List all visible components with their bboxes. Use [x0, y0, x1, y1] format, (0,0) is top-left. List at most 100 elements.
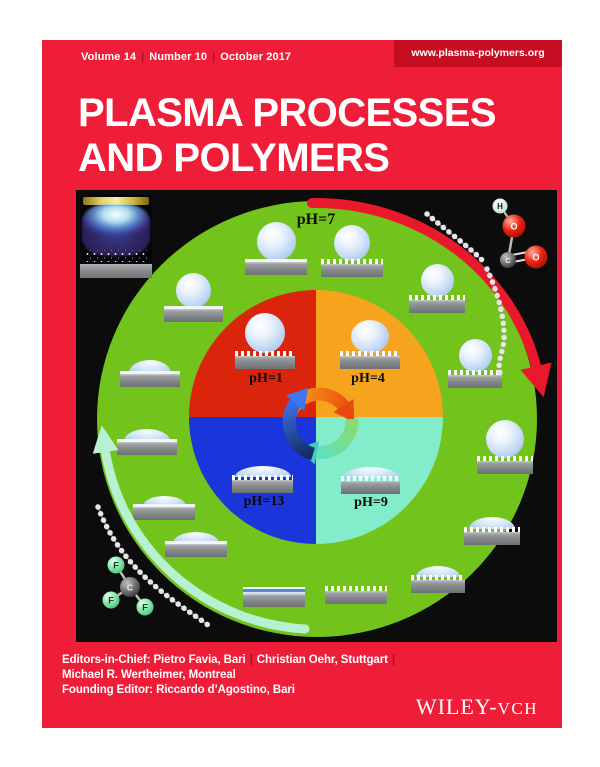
plasma-glow: [82, 204, 150, 256]
plain-surface: [245, 259, 307, 262]
droplet-motif: [341, 467, 400, 494]
reactor-substrate: [80, 264, 152, 278]
journal-title-line2: AND POLYMERS: [78, 136, 390, 180]
plain-surface: [120, 371, 180, 374]
substrate-slab: [120, 374, 180, 387]
sphere-droplet: [334, 225, 370, 261]
substrate-slab: [340, 356, 400, 369]
oxygen-atom-label: O: [510, 222, 517, 232]
sphere-droplet: [245, 313, 285, 353]
droplet-motif: [321, 225, 383, 277]
substrate-slab: [133, 507, 195, 520]
teeth-surface: [235, 351, 295, 356]
fluorine-atom: [136, 598, 154, 616]
teeth-surface: [477, 456, 533, 461]
oxygen-atom: [524, 245, 548, 269]
fluorine-atom: [107, 556, 125, 574]
substrate-slab: [341, 481, 400, 494]
editors-block: Editors-in-Chief: Pietro Favia, Bari|Chr…: [62, 653, 399, 699]
website-url: www.plasma-polymers.org: [411, 47, 545, 59]
teeth-surface: [325, 586, 387, 591]
editors-line3: Founding Editor: Riccardo d’Agostino, Ba…: [62, 683, 399, 698]
droplet-motif: [120, 360, 180, 387]
dome-droplet: [129, 360, 171, 373]
website-banner: www.plasma-polymers.org: [394, 40, 562, 67]
journal-title: PLASMA PROCESSES AND POLYMERS: [78, 91, 496, 181]
substrate-slab: [243, 594, 305, 607]
editors-line2: Michael R. Wertheimer, Montreal: [62, 669, 236, 682]
cover-artwork: pH=7 pH=1 pH=4 pH=13 pH=9: [76, 190, 557, 642]
editor-name: Christian Oehr, Stuttgart: [256, 654, 388, 666]
dome-droplet: [469, 517, 515, 529]
droplet-motif: [117, 429, 177, 455]
droplet-motif: [477, 420, 533, 474]
ph1-label: pH=1: [249, 371, 283, 386]
fluorine-atom-label: F: [113, 561, 119, 572]
droplet-motif: [165, 532, 227, 557]
ph4-label: pH=4: [351, 371, 385, 386]
substrate-slab: [117, 442, 177, 455]
substrate-slab: [164, 309, 223, 322]
ph7-label: pH=7: [296, 211, 336, 228]
separator: |: [391, 654, 395, 666]
droplet-motif: [243, 587, 305, 607]
substrate-slab: [325, 591, 387, 604]
teeth-surface: [411, 575, 465, 580]
droplet-motif: [448, 339, 502, 388]
teeth-surface: [232, 475, 293, 480]
fluorine-atom: [102, 591, 120, 609]
fluorine-atom-label: F: [142, 603, 148, 614]
hydrogen-atom-label: H: [497, 202, 503, 211]
dome-droplet: [124, 429, 170, 441]
carbon-atom-label: C: [127, 583, 133, 593]
founding-editor-name: Riccardo d’Agostino, Bari: [156, 684, 295, 697]
film-surface: [243, 587, 305, 594]
sphere-droplet: [256, 222, 296, 261]
fluorine-atom-label: F: [108, 596, 114, 607]
sphere-droplet: [351, 320, 389, 353]
sphere-droplet: [486, 420, 524, 458]
substrate-slab: [245, 262, 307, 275]
electrode-bar: [83, 197, 149, 205]
ph13-label: pH=13: [243, 494, 285, 509]
teeth-surface: [341, 476, 400, 481]
droplet-motif: [232, 466, 293, 493]
editors-in-chief-label: Editors-in-Chief:: [62, 654, 151, 666]
substrate-slab: [165, 544, 227, 557]
founding-editor-label: Founding Editor:: [62, 684, 154, 697]
dome-droplet: [416, 566, 460, 577]
carbon-atom: [120, 577, 140, 597]
publisher-vch-text: VCH: [497, 699, 538, 718]
droplet-motif: [164, 273, 223, 322]
journal-title-line1: PLASMA PROCESSES: [78, 91, 496, 135]
carbon-atom: [500, 252, 516, 268]
plasma-reactor-inset: [80, 195, 152, 278]
droplet-motif: [235, 313, 295, 369]
substrate-slab: [409, 300, 465, 313]
substrate-slab: [477, 461, 533, 474]
teeth-surface: [321, 259, 383, 264]
droplet-motif: [411, 566, 465, 593]
substrate-slab: [464, 532, 520, 545]
substrate-slab: [411, 580, 465, 593]
substrate-slab: [448, 375, 502, 388]
sphere-droplet: [420, 264, 454, 297]
teeth-surface: [464, 527, 520, 532]
editor-name: Pietro Favia, Bari: [153, 654, 246, 666]
droplet-motif: [464, 517, 520, 545]
plain-surface: [164, 306, 223, 309]
droplet-motif: [340, 320, 400, 369]
plain-surface: [117, 439, 177, 442]
editors-line1: Editors-in-Chief: Pietro Favia, Bari|Chr…: [62, 653, 399, 668]
droplet-motif: [245, 222, 307, 275]
cover: Volume 14|Number 10|October 2017 www.pla…: [42, 40, 562, 728]
oxygen-atom-label: O: [532, 253, 539, 263]
sphere-droplet: [176, 273, 211, 308]
droplet-motif: [133, 496, 195, 520]
substrate-slab: [321, 264, 383, 277]
polymer-chain-icon: [84, 250, 148, 262]
sphere-droplet: [458, 339, 492, 372]
separator: |: [249, 654, 253, 666]
ph-quadrant-circle: [189, 290, 443, 544]
